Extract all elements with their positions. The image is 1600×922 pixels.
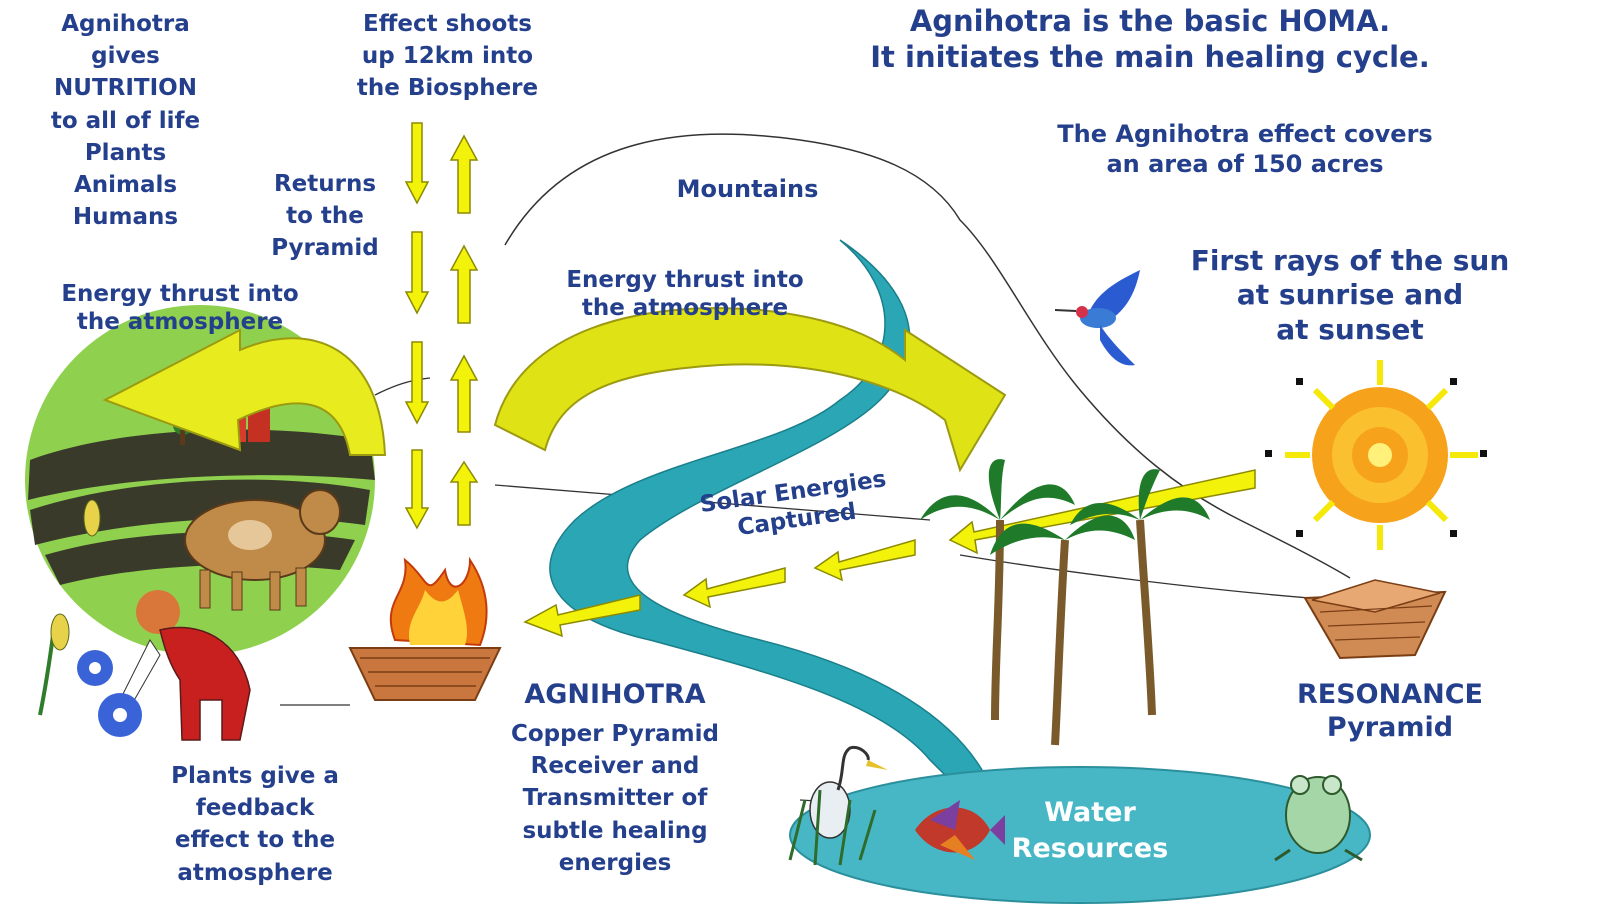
plants-line: feedback [195,795,315,822]
mountain-outline [504,133,1351,579]
headline-line2: It initiates the main healing cycle. [870,39,1430,74]
effect-line: the Biosphere [356,75,539,102]
nutrition-line: Agnihotra [61,11,190,37]
heron-image [788,745,888,866]
resonance-label: RESONANCE Pyramid [1270,678,1510,744]
effect-line: up 12km into [361,43,534,70]
down-arrows [404,122,430,530]
thrust-note-left: Energy thrust into the atmosphere [30,280,330,337]
thrust-right-line: Energy thrust into [566,267,804,293]
resonance-pyramid-image [1303,579,1447,660]
nutrition-line: Animals [73,171,178,198]
sun-line: at sunset [1276,312,1424,346]
plants-line: effect to the [174,827,336,854]
sun-note: First rays of the sun at sunrise and at … [1170,244,1530,347]
agnihotra-desc-line: Copper Pyramid [510,721,719,747]
mountains-text: Mountains [676,175,819,203]
resonance-line: Pyramid [1326,712,1454,744]
area-note-line2: an area of 150 acres [1106,149,1384,178]
hummingbird-image [1054,270,1140,366]
ground-line-left [494,484,931,521]
headline: Agnihotra is the basic HOMA. It initiate… [790,4,1510,75]
returns-line: to the [286,203,364,230]
thrust-note-right: Energy thrust into the atmosphere [535,266,835,323]
nutrition-line: gives [91,43,160,70]
thrust-right-line: the atmosphere [581,295,789,322]
returns-note: Returns to the Pyramid [250,168,400,265]
sun-line: First rays of the sun [1190,244,1510,277]
nutrition-note: Agnihotra gives NUTRITION to all of life… [28,8,223,233]
returns-line: Returns [273,171,377,197]
plants-line: Plants give a [171,763,339,789]
nutrition-line: NUTRITION [54,75,197,102]
area-note-line1: The Agnihotra effect covers [1057,120,1433,148]
agnihotra-desc-line: energies [558,849,672,876]
sun-image [1265,360,1487,550]
fish-image [915,800,1005,860]
agnihotra-title-text: AGNIHOTRA [524,679,706,710]
water-line: Resources [1011,833,1169,865]
curved-arrow-left [102,328,387,456]
effect-line: Effect shoots [363,11,532,37]
agnihotra-desc-line: Receiver and [530,753,700,780]
water-line: Water [1044,797,1136,828]
curved-arrow-right [493,307,1007,473]
palm-trees [920,459,1210,746]
agnihotra-title: AGNIHOTRA [490,678,740,711]
agnihotra-desc-line: Transmitter of [522,785,708,812]
plants-feedback-note: Plants give a feedback effect to the atm… [145,760,365,889]
sun-line: at sunrise and [1236,278,1464,312]
ground-line-farm [374,377,431,396]
nutrition-line: to all of life [50,107,201,134]
plants-line: atmosphere [177,859,333,886]
thrust-left-line: Energy thrust into [61,281,299,307]
water-pond [789,766,1371,904]
up-arrows [449,134,479,526]
frog-image [1274,775,1363,862]
thrust-left-line: the atmosphere [76,309,284,336]
agnihotra-description: Copper Pyramid Receiver and Transmitter … [480,718,750,879]
resonance-line: RESONANCE [1297,679,1483,710]
headline-line1: Agnihotra is the basic HOMA. [909,4,1391,38]
water-resources-label: Water Resources [985,795,1195,868]
returns-line: Pyramid [271,235,379,262]
agnihotra-fire-pot [348,556,502,701]
effect-note: Effect shoots up 12km into the Biosphere [335,8,560,105]
mountains-label: Mountains [640,175,855,205]
agnihotra-desc-line: subtle healing [522,817,708,844]
nutrition-line: Humans [72,204,179,231]
area-note: The Agnihotra effect covers an area of 1… [990,120,1500,179]
nutrition-line: Plants [84,139,167,166]
